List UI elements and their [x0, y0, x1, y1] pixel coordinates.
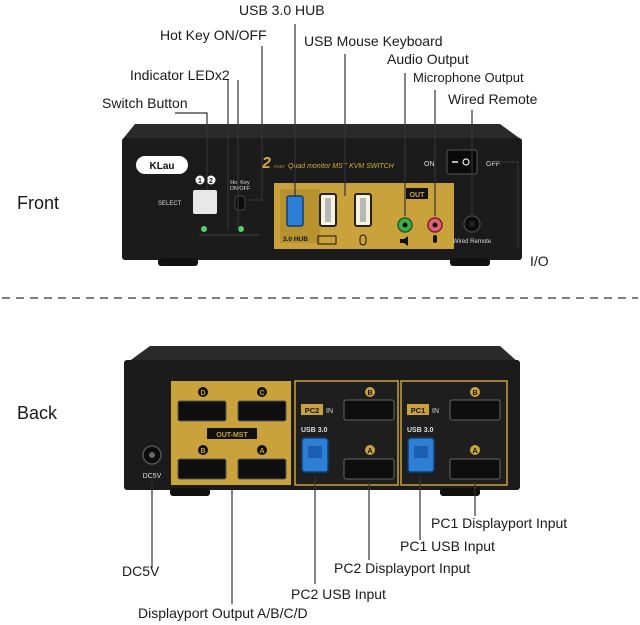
label-pc2-displayport: PC2 Displayport Input [334, 560, 471, 576]
label-displayport-output: Displayport Output A/B/C/D [138, 605, 308, 621]
pc1-displayport-a[interactable] [449, 458, 501, 480]
select-button[interactable] [193, 190, 217, 214]
pc2-displayport-b[interactable] [343, 399, 395, 421]
label-dc5v: DC5V [122, 563, 160, 579]
pc1-port-b-label: B [472, 390, 477, 397]
label-usb-mouse-keyboard: USB Mouse Keyboard [304, 33, 443, 49]
pc2-usb-text: USB 3.0 [301, 427, 328, 434]
front-section-label: Front [17, 193, 60, 213]
displayport-a[interactable] [237, 458, 287, 480]
port-number-1: 1 [198, 178, 202, 185]
port-number-2: 2 [209, 178, 213, 185]
hotkey-button[interactable] [234, 195, 246, 211]
hotkey-text-2: ON/OFF [230, 186, 251, 192]
displayport-d[interactable] [177, 400, 227, 422]
back-section-label: Back [17, 403, 58, 423]
label-pc2-usb: PC2 USB Input [291, 586, 386, 602]
keyboard-icon [317, 235, 337, 245]
pc1-port-a-label: A [472, 448, 477, 455]
mouse-icon [359, 234, 367, 246]
brand-logo [136, 156, 188, 174]
label-pc1-usb: PC1 USB Input [400, 538, 495, 554]
speaker-icon [400, 236, 408, 246]
label-usb-hub: USB 3.0 HUB [239, 2, 325, 18]
pc2-badge: PC2 [305, 406, 320, 415]
front-callout-lines [175, 24, 519, 248]
model-port: PORT [274, 164, 286, 169]
label-switch-button: Switch Button [102, 95, 188, 111]
displayport-b[interactable] [177, 458, 227, 480]
port-a-label: A [259, 448, 264, 455]
pc1-usb-text: USB 3.0 [407, 427, 434, 434]
out-badge: OUT [410, 192, 426, 199]
pc2-port-a-label: A [367, 448, 372, 455]
off-text: OFF [486, 161, 500, 168]
on-text: ON [424, 161, 435, 168]
led-1-icon [201, 226, 207, 232]
brand-logo-text: KLau [150, 161, 175, 172]
back-callout-lines [151, 476, 476, 604]
hub-text: 3.0 HUB [283, 236, 308, 243]
label-io: I/O [530, 253, 549, 269]
front-device: KLau 1 2 SELECT Hot Key ON/OFF 2 PORT Qu… [122, 124, 522, 266]
label-pc1-displayport: PC1 Displayport Input [431, 515, 568, 531]
usb-hub-port[interactable] [286, 195, 304, 227]
pc1-in-text: IN [432, 408, 439, 415]
pc1-badge: PC1 [411, 406, 426, 415]
label-hot-key: Hot Key ON/OFF [160, 27, 267, 43]
label-microphone-output: Microphone Output [413, 70, 524, 85]
power-switch[interactable] [446, 149, 478, 175]
model-prefix: 2 [261, 155, 271, 172]
out-mst-label: OUT-MST [216, 432, 248, 439]
wired-remote-text: Wired Remote [453, 239, 492, 245]
model-text: Quad monitor MST KVM SWITCH [288, 163, 395, 170]
select-text: SELECT [158, 201, 182, 207]
label-audio-output: Audio Output [387, 51, 469, 67]
pc1-displayport-b[interactable] [449, 399, 501, 421]
microphone-icon [433, 235, 437, 243]
pc2-in-text: IN [326, 408, 333, 415]
led-2-icon [238, 226, 244, 232]
label-indicator-led: Indicator LEDx2 [130, 67, 230, 83]
back-device: DC5V D C OUT-MST B A B PC2 IN USB 3.0 A [124, 346, 520, 496]
port-c-label: C [259, 390, 264, 397]
hotkey-text-1: Hot Key [230, 180, 250, 186]
label-wired-remote: Wired Remote [448, 91, 538, 107]
pc2-displayport-a[interactable] [343, 458, 395, 480]
displayport-c[interactable] [237, 400, 287, 422]
pc2-port-b-label: B [367, 390, 372, 397]
port-b-label: B [200, 448, 205, 455]
port-d-label: D [200, 390, 205, 397]
dc5v-text: DC5V [143, 473, 162, 480]
